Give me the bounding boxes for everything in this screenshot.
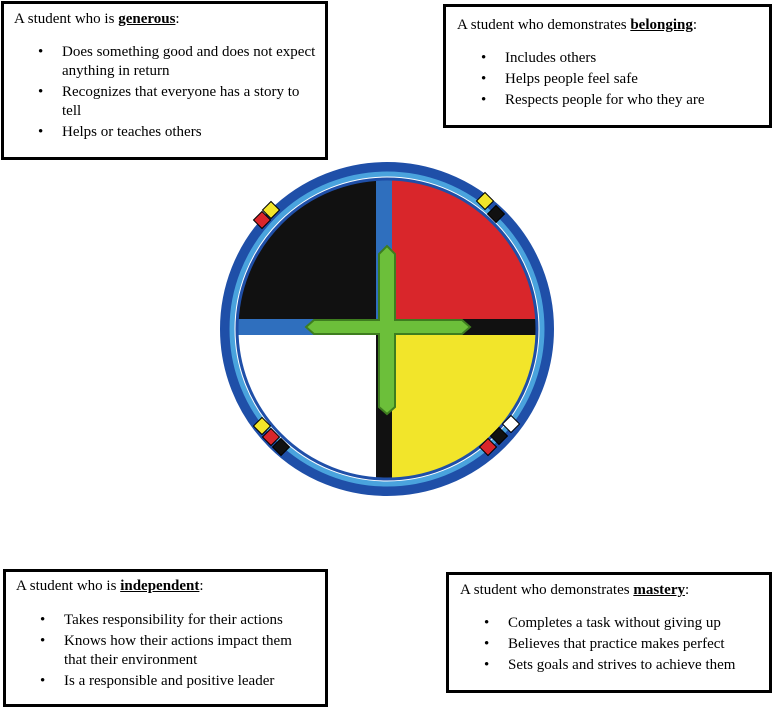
generous-heading-suffix: :	[175, 11, 180, 27]
generous-heading: A student who is generous:	[14, 10, 317, 29]
independent-heading-suffix: :	[199, 578, 204, 594]
list-item: Completes a task without giving up	[460, 614, 761, 633]
list-item: Does something good and does not expect …	[14, 43, 317, 81]
ring-beads-bottom-left	[252, 416, 291, 457]
independent-heading: A student who is independent:	[16, 577, 317, 596]
mastery-list: Completes a task without giving up Belie…	[460, 614, 761, 675]
inner-edge	[235, 177, 539, 481]
independent-heading-prefix: A student who is	[16, 578, 121, 594]
list-item: Sets goals and strives to achieve them	[460, 656, 761, 675]
independent-keyword: independent	[120, 578, 200, 594]
generous-list: Does something good and does not expect …	[14, 43, 317, 142]
ring-beads-top-right	[475, 191, 506, 224]
independent-list: Takes responsibility for their actions K…	[16, 611, 317, 691]
list-item: Recognizes that everyone has a story to …	[14, 83, 317, 121]
independent-card: A student who is independent: Takes resp…	[3, 569, 328, 707]
generous-heading-prefix: A student who is	[14, 11, 119, 27]
list-item: Includes others	[457, 49, 761, 68]
belonging-heading-prefix: A student who demonstrates	[457, 17, 631, 33]
list-item: Helps or teaches others	[14, 123, 317, 142]
belonging-heading: A student who demonstrates belonging:	[457, 16, 761, 35]
list-item: Believes that practice makes perfect	[460, 635, 761, 654]
mastery-card: A student who demonstrates mastery: Comp…	[446, 572, 772, 693]
list-item: Respects people for who they are	[457, 91, 761, 110]
mastery-heading: A student who demonstrates mastery:	[460, 581, 761, 600]
belonging-heading-suffix: :	[692, 17, 698, 33]
ring-beads-bottom-right	[478, 414, 521, 457]
list-item: Is a responsible and positive leader	[16, 672, 317, 691]
generous-keyword: generous	[118, 11, 176, 27]
mastery-keyword: mastery	[633, 582, 685, 598]
mastery-heading-suffix: :	[684, 582, 690, 598]
belonging-list: Includes others Helps people feel safe R…	[457, 49, 761, 110]
outer-ring	[220, 162, 554, 496]
list-item: Takes responsibility for their actions	[16, 611, 317, 630]
belonging-keyword: belonging	[630, 17, 693, 33]
list-item: Knows how their actions impact them that…	[16, 632, 317, 670]
generous-card: A student who is generous: Does somethin…	[1, 1, 328, 160]
inner-ring	[229, 171, 545, 487]
green-cross	[304, 244, 472, 416]
mastery-heading-prefix: A student who demonstrates	[460, 582, 634, 598]
belonging-card: A student who demonstrates belonging: In…	[443, 4, 772, 128]
ring-beads-top-left	[252, 200, 281, 230]
list-item: Helps people feel safe	[457, 70, 761, 89]
medicine-wheel	[210, 162, 564, 496]
medicine-wheel-drawing	[220, 162, 554, 496]
